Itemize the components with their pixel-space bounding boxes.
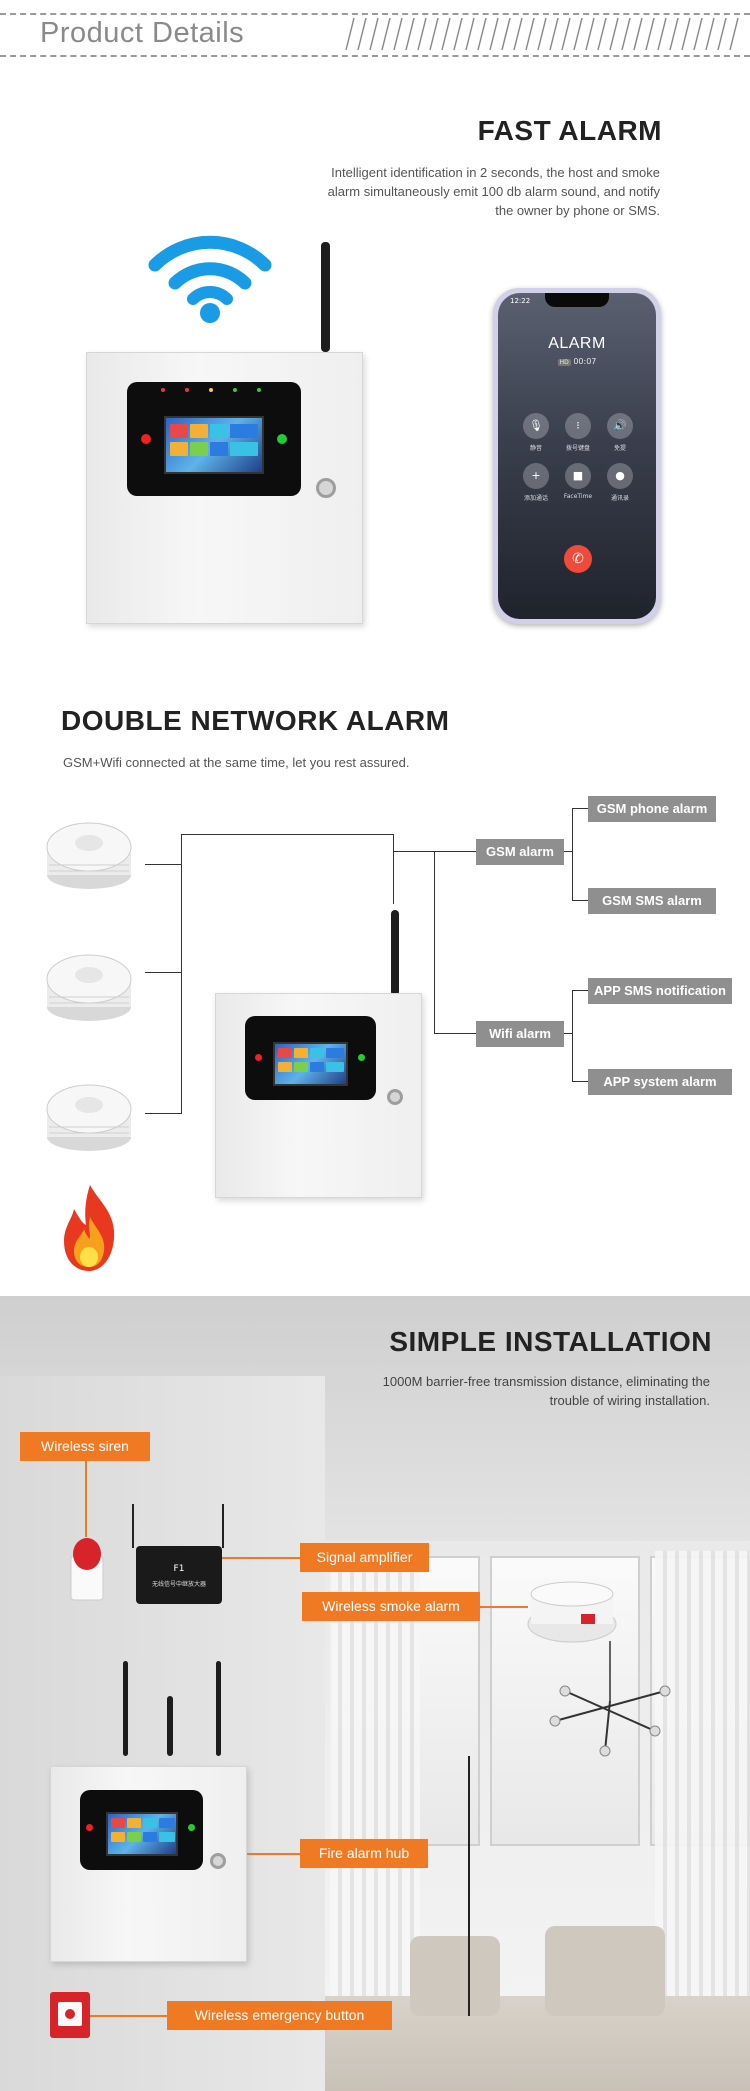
- fast-alarm-description: Intelligent identification in 2 seconds,…: [300, 163, 660, 220]
- wireless-emergency-button-device: [50, 1992, 90, 2038]
- smoke-detector-icon: [46, 822, 132, 889]
- fire-alarm-hub-label: Fire alarm hub: [300, 1839, 428, 1868]
- amplifier-caption: 无线信号中继放大器: [151, 1581, 206, 1588]
- manual-alarm-button[interactable]: [141, 434, 151, 444]
- control-panel: [245, 1016, 376, 1100]
- phone-mockup: 12:22 ALARM HD 00:07 🎙 ⁝ 🔊 静音 拨号键盘 免提 + …: [493, 288, 661, 624]
- simple-installation-desc-line: 1000M barrier-free transmission distance…: [382, 1374, 710, 1389]
- double-network-title: DOUBLE NETWORK ALARM: [61, 705, 450, 736]
- button-label: FaceTime: [563, 493, 593, 500]
- decorative-slashes: [345, 17, 739, 51]
- chandelier-icon: [549, 1641, 671, 1757]
- simple-installation-description: 1000M barrier-free transmission distance…: [350, 1372, 710, 1410]
- fast-alarm-desc-line: alarm simultaneously emit 100 db alarm s…: [327, 184, 660, 199]
- button-label: 免提: [613, 445, 626, 452]
- simple-installation-title: SIMPLE INSTALLATION: [389, 1326, 712, 1357]
- app-sms-notification-label: APP SMS notification: [588, 978, 732, 1004]
- fast-alarm-title: FAST ALARM: [477, 115, 662, 146]
- dashed-divider-top: [0, 13, 750, 15]
- call-duration: HD 00:07: [498, 357, 656, 366]
- signal-amplifier-device: F1 无线信号中继放大器: [132, 1504, 224, 1604]
- alarm-reset-button[interactable]: [277, 434, 287, 444]
- app-system-alarm-label: APP system alarm: [588, 1069, 732, 1095]
- smoke-detector-icon: [46, 954, 132, 1021]
- control-panel: [127, 382, 301, 496]
- status-time: 12:22: [510, 297, 531, 305]
- amplifier-model: F1: [173, 1564, 185, 1574]
- double-network-description: GSM+Wifi connected at the same time, let…: [63, 755, 410, 770]
- antenna: [321, 242, 330, 352]
- dashed-divider-bottom: [0, 55, 750, 57]
- caller-name: ALARM: [548, 335, 606, 352]
- antenna: [391, 910, 399, 996]
- smoke-detector-icon: [46, 1084, 132, 1151]
- gsm-phone-alarm-label: GSM phone alarm: [588, 796, 716, 822]
- page-title: Product Details: [40, 17, 245, 49]
- gsm-alarm-label: GSM alarm: [476, 839, 564, 865]
- end-call-button[interactable]: ✆: [564, 545, 592, 573]
- simple-installation-desc-line: trouble of wiring installation.: [549, 1393, 710, 1408]
- contacts-button[interactable]: ●: [607, 463, 633, 489]
- add-call-button[interactable]: +: [523, 463, 549, 489]
- wifi-icon: [148, 235, 272, 323]
- button-label: 静音: [529, 445, 542, 452]
- wireless-emergency-button-label: Wireless emergency button: [167, 2001, 392, 2030]
- gsm-sms-alarm-label: GSM SMS alarm: [588, 888, 716, 914]
- simple-installation-section: SIMPLE INSTALLATION 1000M barrier-free t…: [0, 1296, 750, 2091]
- button-label: 拨号键盘: [565, 445, 590, 452]
- wireless-siren-label: Wireless siren: [20, 1432, 150, 1461]
- fire-icon: [64, 1185, 115, 1271]
- signal-amplifier-label: Signal amplifier: [300, 1543, 429, 1572]
- mute-button[interactable]: 🎙: [523, 413, 549, 439]
- facetime-button[interactable]: ■: [565, 463, 591, 489]
- wifi-alarm-label: Wifi alarm: [476, 1021, 564, 1047]
- call-duration-value: 00:07: [573, 357, 597, 366]
- keypad-button[interactable]: ⁝: [565, 413, 591, 439]
- wireless-smoke-alarm-icon: [527, 1581, 617, 1643]
- wireless-siren-icon: [70, 1538, 104, 1601]
- button-label: 通讯录: [610, 495, 629, 502]
- lcd-screen: [164, 416, 264, 474]
- wireless-smoke-alarm-label: Wireless smoke alarm: [302, 1592, 480, 1621]
- key-lock: [316, 478, 336, 498]
- fast-alarm-desc-line: the owner by phone or SMS.: [495, 203, 660, 218]
- button-label: 添加通话: [523, 495, 548, 502]
- speaker-button[interactable]: 🔊: [607, 413, 633, 439]
- fast-alarm-desc-line: Intelligent identification in 2 seconds,…: [331, 165, 660, 180]
- section-header: Product Details: [0, 0, 750, 62]
- call-badge: HD: [557, 359, 571, 366]
